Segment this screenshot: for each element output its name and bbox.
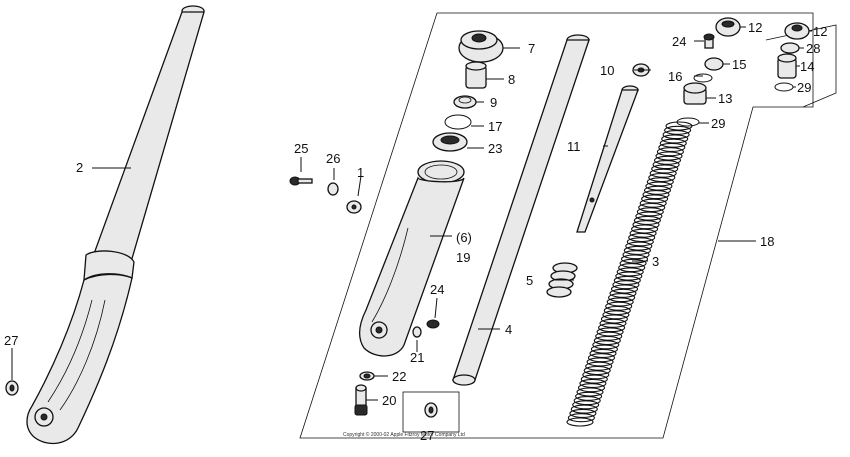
damper-rod-11 <box>576 85 639 233</box>
callout-12-alt: 12 <box>813 24 827 39</box>
callout-25: 25 <box>294 141 308 156</box>
bottom-case-19 <box>358 160 465 357</box>
callout-3: 3 <box>652 254 659 269</box>
callout-2: 2 <box>76 160 83 175</box>
callout-12: 12 <box>748 20 762 35</box>
bolt-24-upper <box>703 33 715 49</box>
fork-pipe-4 <box>452 34 590 386</box>
callout-16: 16 <box>668 69 682 84</box>
callout-22: 22 <box>392 369 406 384</box>
ring-28 <box>780 42 800 54</box>
leader-lines <box>11 26 812 401</box>
washer-27-box <box>424 402 438 418</box>
callout-26: 26 <box>326 151 340 166</box>
callout-4: 4 <box>505 322 512 337</box>
spacer-14 <box>777 53 797 79</box>
callout-11: 11 <box>567 139 581 154</box>
top-cap-7 <box>458 30 504 63</box>
copyright-caption: Copyright © 2000-02 Apple Fitzroy Motor … <box>343 431 465 438</box>
callout-labels: 2 27 7 8 9 17 23 25 26 1 (6) 19 24 21 22… <box>4 20 827 443</box>
callout-7: 7 <box>528 41 535 56</box>
callout-28: 28 <box>806 41 820 56</box>
callout-24-upper: 24 <box>672 34 686 49</box>
washer-15 <box>704 57 724 71</box>
callout-10: 10 <box>600 63 614 78</box>
bolt-25 <box>289 176 313 186</box>
cap-bolt-12 <box>715 17 741 37</box>
cap-bolt-12-alt <box>784 22 810 40</box>
o-ring-16 <box>693 73 713 83</box>
washer-26 <box>327 182 339 196</box>
clip-1 <box>346 200 362 214</box>
callout-20: 20 <box>382 393 396 408</box>
collar-13 <box>683 82 707 105</box>
callout-13: 13 <box>718 91 732 106</box>
callout-18: 18 <box>760 234 774 249</box>
callout-19: 19 <box>456 250 470 265</box>
callout-5: 5 <box>526 273 533 288</box>
socket-bolt-20 <box>354 384 368 416</box>
o-ring-17 <box>444 114 472 130</box>
washer-27-left <box>5 380 19 396</box>
washer-22 <box>359 371 375 381</box>
callout-8: 8 <box>508 72 515 87</box>
callout-15: 15 <box>732 57 746 72</box>
callout-14: 14 <box>800 59 814 74</box>
callout-29-alt: 29 <box>797 80 811 95</box>
rebound-spring-5 <box>546 262 578 298</box>
o-ring-29-alt <box>774 82 794 92</box>
washer-21 <box>412 326 422 338</box>
callout-17: 17 <box>488 119 502 134</box>
fork-leg-assembly <box>26 5 205 445</box>
bolt-24-lower <box>426 319 440 329</box>
ring-9 <box>453 95 477 109</box>
callout-1: 1 <box>357 165 364 180</box>
bushing-8 <box>465 61 487 89</box>
callout-9: 9 <box>490 95 497 110</box>
callout-23: 23 <box>488 141 502 156</box>
callout-27-box: 27 <box>420 428 434 443</box>
oil-seal-23 <box>432 132 468 152</box>
callout-27-left: 27 <box>4 333 18 348</box>
callout-24-lower: 24 <box>430 282 444 297</box>
callout-21: 21 <box>410 350 424 365</box>
o-ring-29 <box>676 117 700 127</box>
callout-6: (6) <box>456 230 472 245</box>
fork-spring-3 <box>566 121 693 427</box>
callout-29: 29 <box>711 116 725 131</box>
